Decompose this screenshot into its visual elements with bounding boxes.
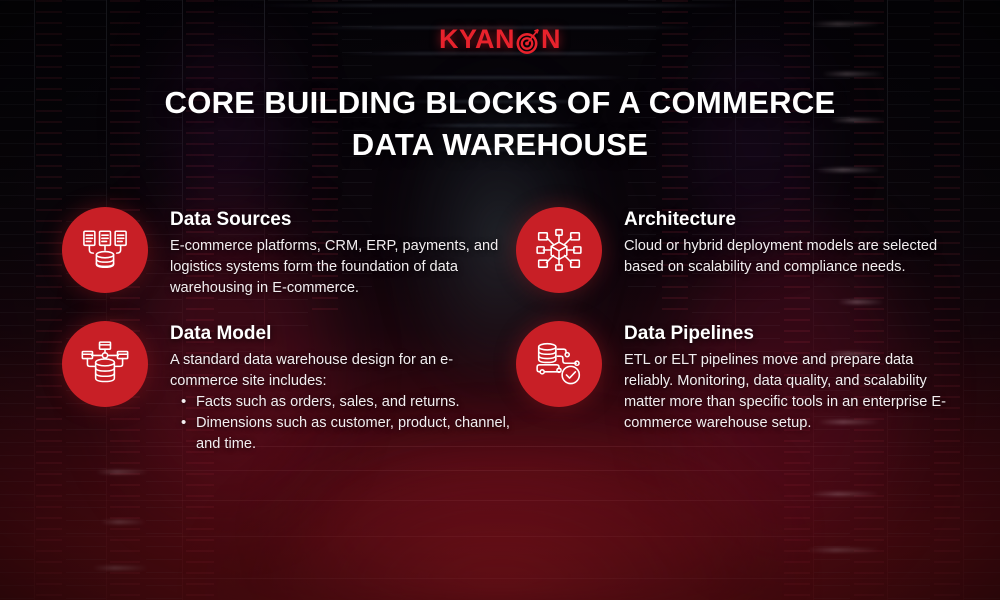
brand-name-part1: KYAN: [438, 24, 516, 54]
feature-card-data-sources: Data Sources E-commerce platforms, CRM, …: [62, 205, 510, 299]
feature-card-text: Cloud or hybrid deployment models are se…: [624, 237, 938, 275]
feature-card-text: A standard data warehouse design for an …: [170, 351, 454, 389]
feature-card-data-model: Data Model A standard data warehouse des…: [62, 319, 510, 455]
feature-card-title: Data Model: [170, 322, 272, 344]
bullseye-target-icon: [515, 27, 541, 54]
feature-card-architecture: Architecture Cloud or hybrid deployment …: [516, 205, 948, 299]
feature-card-title: Data Sources: [170, 209, 292, 230]
network-cube-nodes-icon: [516, 207, 602, 293]
feature-grid: Data Sources E-commerce platforms, CRM, …: [62, 205, 948, 455]
feature-card-data-pipelines: Data Pipelines ETL or ELT pipelines move…: [516, 319, 948, 455]
page-title-line-2: DATA WAREHOUSE: [351, 126, 649, 162]
documents-to-database-icon: [62, 207, 148, 293]
schema-database-icon: [62, 320, 148, 407]
page-title: CORE BUILDING BLOCKS OF A COMMERCE DATA …: [90, 82, 910, 165]
list-item: Dimensions such as customer, product, ch…: [170, 412, 510, 455]
feature-card-body: Data Model A standard data warehouse des…: [170, 319, 510, 455]
brand-name-part2: N: [541, 24, 562, 54]
page-title-line-1: CORE BUILDING BLOCKS OF A COMMERCE: [164, 85, 836, 120]
feature-card-body: Architecture Cloud or hybrid deployment …: [624, 205, 948, 278]
feature-card-text: ETL or ELT pipelines move and prepare da…: [624, 351, 947, 431]
feature-card-title: Architecture: [624, 209, 736, 230]
list-item: Facts such as orders, sales, and returns…: [170, 391, 510, 413]
feature-card-title: Data Pipelines: [624, 322, 754, 344]
feature-card-body: Data Pipelines ETL or ELT pipelines move…: [624, 319, 948, 434]
database-pipeline-check-icon: [516, 320, 602, 407]
feature-card-text: E-commerce platforms, CRM, ERP, payments…: [170, 237, 499, 296]
brand-logo[interactable]: KYAN N: [0, 26, 1000, 60]
feature-card-body: Data Sources E-commerce platforms, CRM, …: [170, 205, 510, 299]
feature-card-bullet-list: Facts such as orders, sales, and returns…: [170, 391, 510, 455]
